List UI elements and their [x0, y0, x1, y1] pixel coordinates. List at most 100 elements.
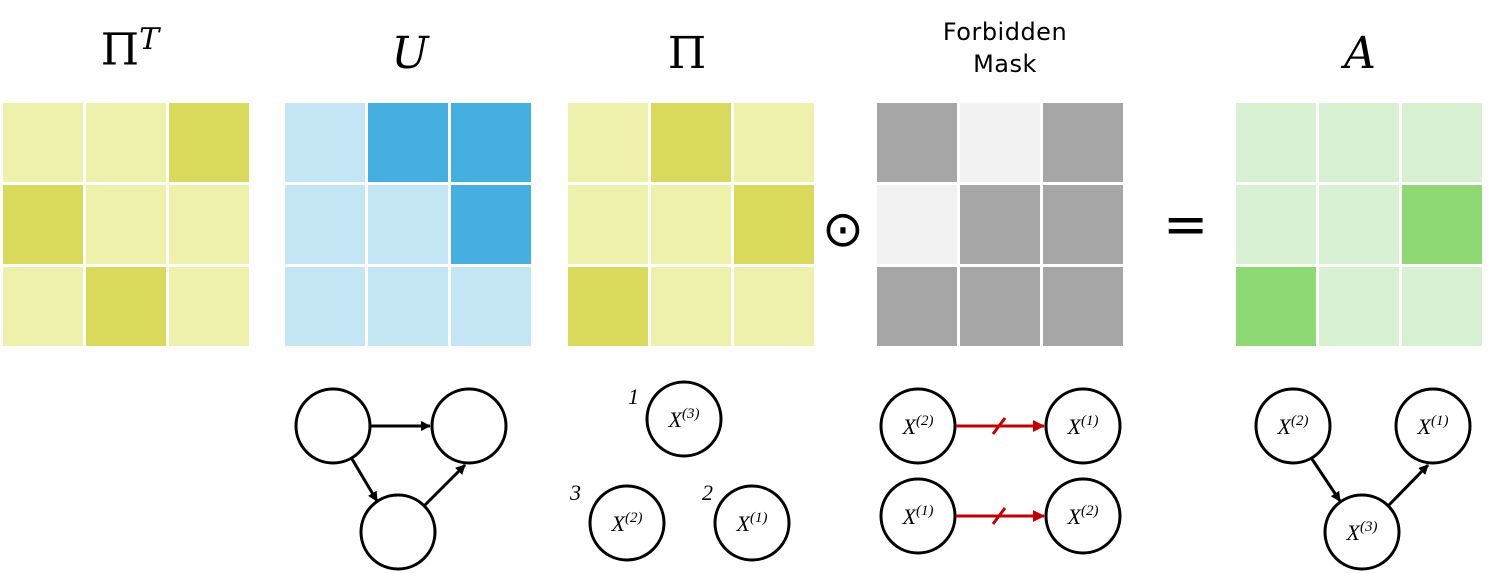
mask-node-x2-bottom: [1044, 477, 1122, 555]
a-cell-r1c3: [1402, 103, 1482, 182]
pi-node-x2-index: (2): [625, 510, 643, 526]
pi-node-x2-base: X: [611, 511, 627, 536]
pi-node-x1: [713, 484, 791, 562]
pi-cell-r3c1: [568, 267, 648, 346]
mask-node-x1-top-index: (1): [1081, 413, 1099, 429]
a-symbol: A: [1344, 28, 1376, 79]
pi-node-x3-index: (3): [682, 406, 700, 422]
a-edge-x3-to-x1: [1387, 463, 1430, 507]
u-cell-r1c3: [451, 103, 531, 182]
mask-node-x1-top-base: X: [1067, 414, 1083, 439]
forbidden-mask-title: Forbidden Mask: [880, 16, 1130, 80]
u-graph-node-bottom: [359, 493, 437, 571]
pi-transpose-matrix: [3, 103, 249, 346]
u-cell-r2c3: [451, 185, 531, 264]
mask-node-x2-top: [879, 387, 957, 465]
pi-transpose-symbol: Π: [100, 24, 140, 76]
mask-cell-r1c1: [877, 103, 957, 182]
mask-cell-r2c1: [877, 185, 957, 264]
a-node-x3-base: X: [1346, 520, 1362, 545]
a-cell-r3c2: [1319, 267, 1399, 346]
u-graph-edge-right: [423, 463, 467, 507]
a-node-x1-base: X: [1417, 414, 1433, 439]
mask-node-x2-top-base: X: [902, 414, 918, 439]
u-cell-r2c2: [368, 185, 448, 264]
a-cell-r2c1: [1236, 185, 1316, 264]
mask-cell-r3c2: [960, 267, 1040, 346]
a-matrix: [1236, 103, 1482, 346]
u-symbol: U: [391, 28, 429, 79]
mask-cell-r1c2: [960, 103, 1040, 182]
mask-node-x1-top: [1044, 387, 1122, 465]
u-graph-node-top-left: [294, 387, 372, 465]
a-node-x2-index: (2): [1291, 413, 1309, 429]
pi-t-cell-r3c2: [86, 267, 166, 346]
order-label-2: 2: [702, 480, 713, 505]
u-graph-node-top-right: [430, 387, 508, 465]
a-node-x3: [1323, 493, 1401, 571]
u-cell-r3c1: [285, 267, 365, 346]
u-graph: [294, 387, 508, 571]
pi-cell-r3c2: [651, 267, 731, 346]
pi-node-x2: [588, 484, 666, 562]
a-node-x3-label: X(3): [1346, 519, 1378, 545]
pi-t-cell-r2c3: [169, 185, 249, 264]
a-node-x1-index: (1): [1431, 413, 1449, 429]
pi-node-x1-label: X(1): [736, 510, 768, 536]
a-cell-r1c1: [1236, 103, 1316, 182]
pi-cell-r2c2: [651, 185, 731, 264]
pi-cell-r1c3: [734, 103, 814, 182]
pi-node-x3: [645, 380, 723, 458]
a-node-x3-index: (3): [1360, 519, 1378, 535]
mask-cell-r1c3: [1043, 103, 1123, 182]
mask-node-x1-bottom-label: X(1): [902, 503, 934, 529]
pi-transpose-title: ΠT: [70, 22, 190, 76]
order-label-1: 1: [628, 384, 639, 409]
u-cell-r1c2: [368, 103, 448, 182]
pi-t-cell-r2c2: [86, 185, 166, 264]
a-node-x2-base: X: [1277, 414, 1293, 439]
mask-node-x2-bottom-label: X(2): [1067, 503, 1099, 529]
u-cell-r2c1: [285, 185, 365, 264]
a-node-x1-label: X(1): [1417, 413, 1449, 439]
pi-t-cell-r3c1: [3, 267, 83, 346]
pi-t-cell-r1c2: [86, 103, 166, 182]
mask-node-x2-bottom-base: X: [1067, 504, 1083, 529]
a-edge-x2-to-x3: [1310, 458, 1342, 502]
pi-t-cell-r3c3: [169, 267, 249, 346]
mask-forbidden-slash-bottom: [991, 507, 1007, 525]
a-cell-r2c3: [1402, 185, 1482, 264]
pi-cell-r2c3: [734, 185, 814, 264]
u-title: U: [350, 28, 470, 79]
equals-symbol: =: [1163, 193, 1209, 256]
pi-t-cell-r2c1: [3, 185, 83, 264]
forbidden-mask-graph: X(2) X(1) X(1) X(2): [879, 387, 1122, 555]
u-cell-r3c2: [368, 267, 448, 346]
a-node-x1: [1394, 387, 1472, 465]
mask-node-x2-bottom-index: (2): [1081, 503, 1099, 519]
u-cell-r1c1: [285, 103, 365, 182]
pi-title: Π: [627, 28, 747, 79]
mask-node-x1-bottom-base: X: [902, 504, 918, 529]
mask-cell-r3c1: [877, 267, 957, 346]
pi-matrix: [568, 103, 814, 346]
a-cell-r2c2: [1319, 185, 1399, 264]
pi-cell-r3c3: [734, 267, 814, 346]
mask-forbidden-slash-top: [991, 417, 1007, 435]
pi-cell-r2c1: [568, 185, 648, 264]
mask-cell-r3c3: [1043, 267, 1123, 346]
mask-node-x1-top-label: X(1): [1067, 413, 1099, 439]
mask-node-x2-top-label: X(2): [902, 413, 934, 439]
pi-node-x1-index: (1): [750, 510, 768, 526]
a-cell-r3c3: [1402, 267, 1482, 346]
forbidden-mask-matrix: [877, 103, 1123, 346]
mask-title-line2: Mask: [973, 50, 1037, 78]
a-title: A: [1300, 28, 1420, 79]
pi-cell-r1c2: [651, 103, 731, 182]
mask-node-x1-bottom: [879, 477, 957, 555]
a-graph: X(2) X(1) X(3): [1254, 387, 1472, 571]
mask-cell-r2c3: [1043, 185, 1123, 264]
pi-node-x3-label: X(3): [668, 406, 700, 432]
pi-cell-r1c1: [568, 103, 648, 182]
pi-t-cell-r1c3: [169, 103, 249, 182]
